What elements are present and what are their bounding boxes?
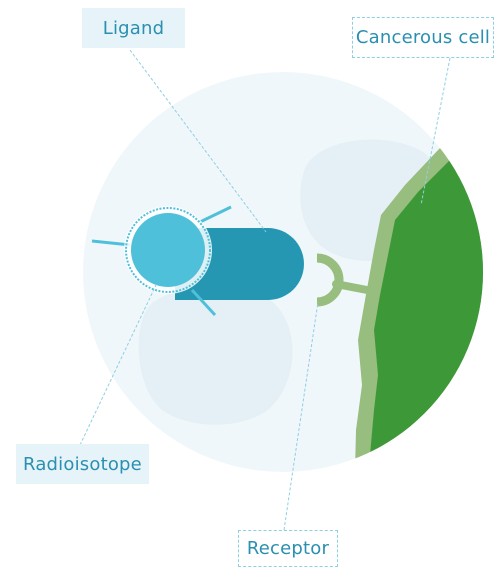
- radioisotope-core: [131, 213, 205, 287]
- ligand-label: Ligand: [82, 8, 185, 48]
- cancerous-cell-label: Cancerous cell: [352, 17, 494, 58]
- radioisotope-label: Radioisotope: [16, 444, 149, 484]
- receptor-label: Receptor: [238, 530, 338, 567]
- healthy-cell-shape: [139, 287, 293, 424]
